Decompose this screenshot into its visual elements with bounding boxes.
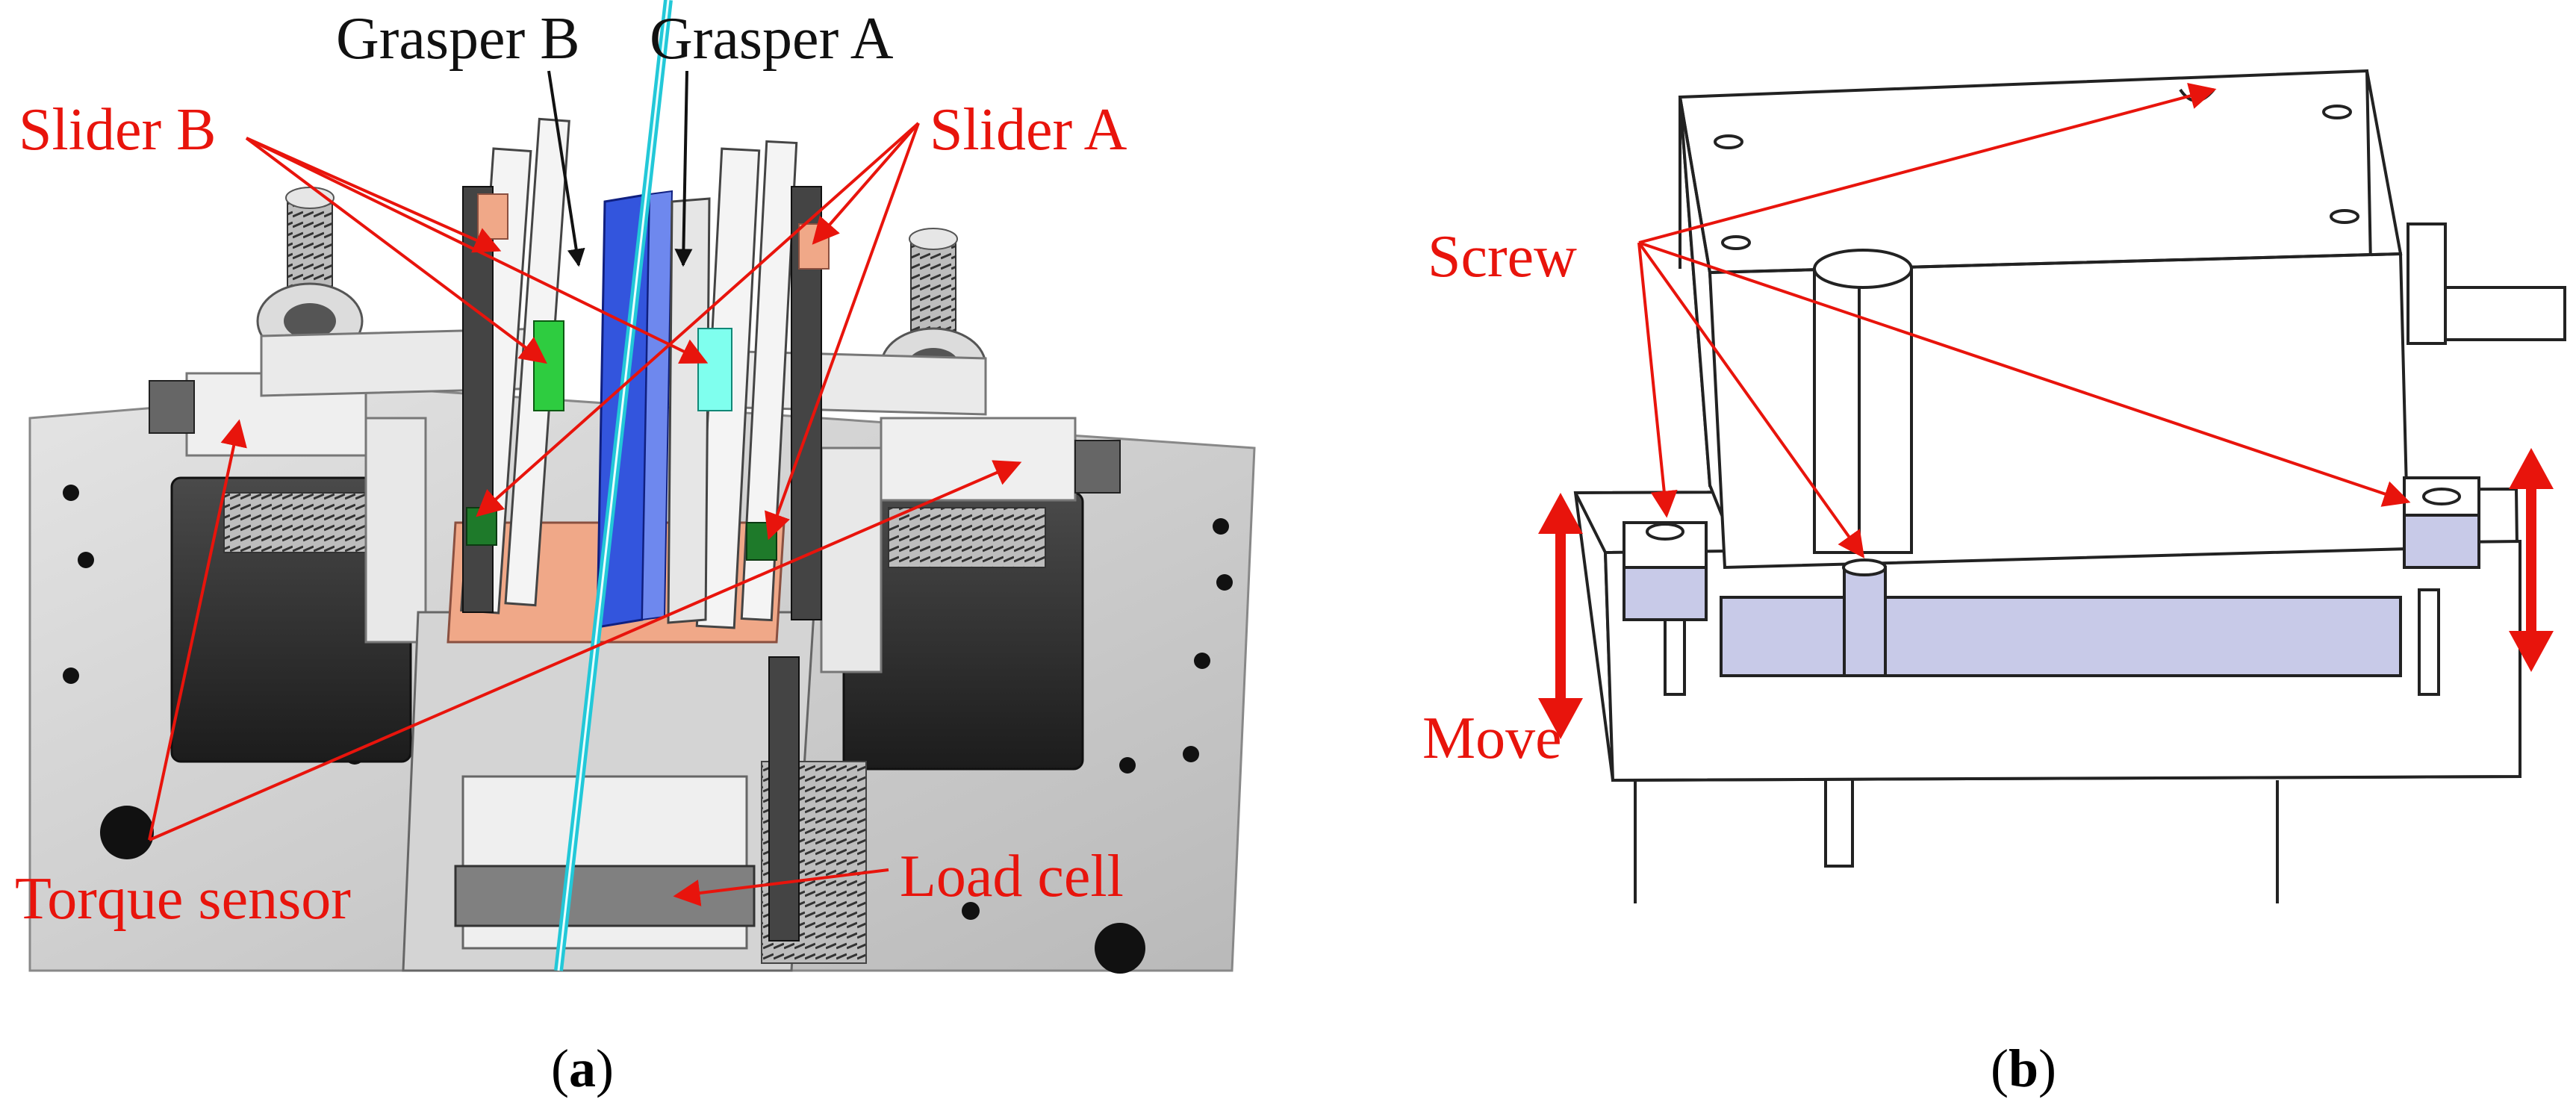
label-slider-a: Slider A bbox=[930, 97, 1127, 163]
panel-b-arrows bbox=[1538, 82, 2554, 739]
label-slider-b: Slider B bbox=[19, 97, 216, 163]
motor-left bbox=[149, 372, 427, 763]
label-screw: Screw bbox=[1428, 224, 1577, 290]
panel-a-arrows bbox=[148, 70, 1022, 906]
label-grasper-b: Grasper B bbox=[336, 6, 580, 72]
move-arrow-right bbox=[2509, 448, 2554, 672]
label-torque-sensor: Torque sensor bbox=[15, 866, 351, 932]
label-load-cell: Load cell bbox=[900, 844, 1124, 909]
label-grasper-a: Grasper A bbox=[650, 6, 894, 72]
motor-right bbox=[820, 417, 1121, 771]
caption-a: (a) bbox=[551, 1039, 614, 1098]
move-arrow-left bbox=[1538, 493, 1583, 739]
panel-b-illustration bbox=[1573, 69, 2566, 903]
label-move: Move bbox=[1422, 706, 1562, 771]
caption-b: (b) bbox=[1991, 1039, 2056, 1098]
